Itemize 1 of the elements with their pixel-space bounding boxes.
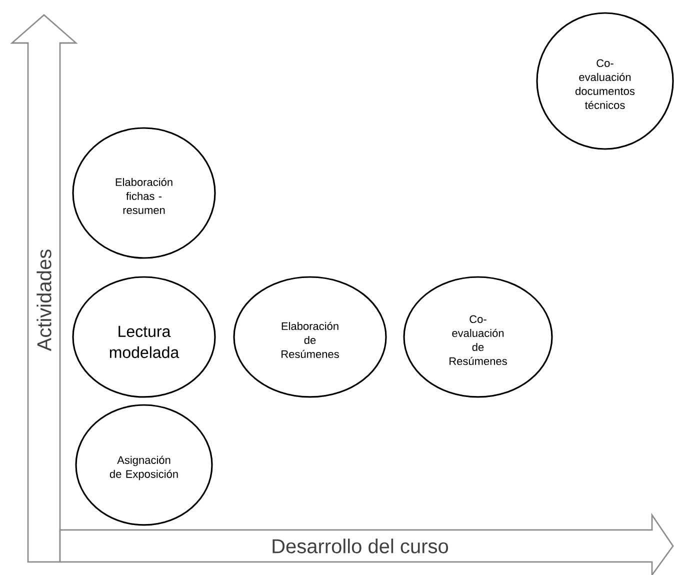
- node-label: Desarrollo del curso: [272, 538, 448, 554]
